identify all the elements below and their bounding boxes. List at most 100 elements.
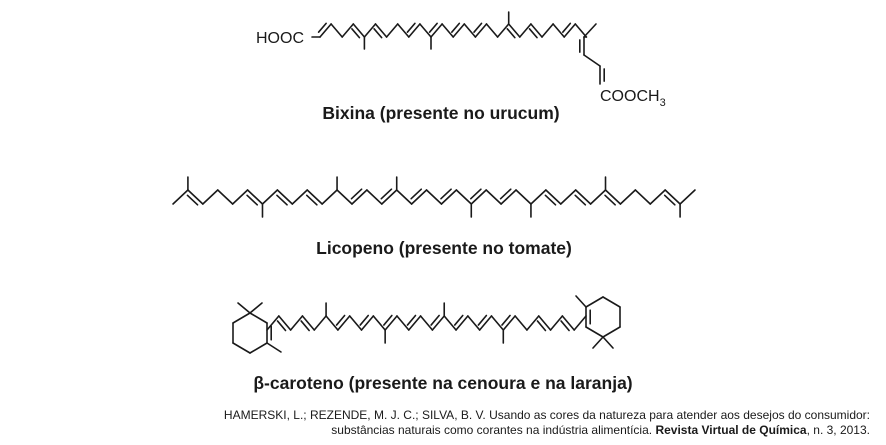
betacaroteno-bond	[337, 315, 351, 331]
betacaroteno-ring-bond	[602, 326, 621, 338]
double-bond	[453, 314, 464, 326]
betacaroteno-methyl	[266, 342, 282, 353]
double-bond	[406, 22, 416, 33]
bixina-bond	[419, 23, 432, 38]
licopeno-bond	[380, 189, 398, 205]
double-bond	[469, 188, 482, 200]
licopeno-bond	[366, 189, 383, 205]
bixina-bond	[474, 23, 488, 38]
double-bond	[574, 194, 587, 206]
bixina-bond	[574, 23, 588, 38]
bixina-bond	[341, 23, 355, 38]
bixina-bond	[407, 23, 421, 38]
double-bond	[406, 314, 417, 326]
betacaroteno-bond	[431, 315, 446, 331]
licopeno-bond	[216, 189, 234, 205]
double-bond	[499, 188, 512, 200]
double-bond	[359, 314, 370, 326]
licopeno-bond	[619, 189, 637, 205]
bixina-bond	[374, 23, 388, 38]
betacaroteno-bond	[266, 315, 280, 331]
betacaroteno-bond	[502, 315, 516, 331]
bixina-bond	[530, 23, 543, 38]
betacaroteno-bond	[372, 315, 386, 331]
bixina-bond	[541, 23, 554, 38]
licopeno-bond	[306, 189, 323, 205]
bixina-bond	[441, 23, 455, 38]
bixina-bond	[485, 23, 499, 38]
licopeno-bond	[455, 189, 473, 205]
double-bond	[528, 28, 538, 39]
betacaroteno-methyl	[237, 302, 251, 314]
betacaroteno-bond	[325, 315, 339, 331]
licopeno-bond	[515, 189, 532, 205]
betacaroteno-bond	[348, 315, 363, 331]
double-bond	[428, 22, 438, 33]
double-bond	[560, 320, 570, 332]
bond-lines	[172, 11, 696, 354]
betacaroteno-bond	[549, 315, 564, 331]
licopeno-bond	[395, 189, 413, 205]
licopeno-bond	[530, 189, 547, 205]
licopeno-bond	[500, 189, 517, 205]
betacaroteno-ring-bond	[585, 326, 604, 338]
double-bond	[383, 314, 393, 326]
betacaroteno-name: β-caroteno (presente na cenoura e na lar…	[253, 373, 632, 393]
double-bond	[276, 194, 288, 206]
bixina-bond	[496, 23, 510, 38]
bixina-name: Bixina (presente no urucum)	[322, 103, 559, 123]
bixina-methyl	[583, 23, 597, 38]
betacaroteno-bond	[467, 315, 481, 331]
licopeno-bond	[470, 189, 488, 205]
licopeno-bond	[604, 189, 622, 205]
betacaroteno-bond	[490, 315, 505, 331]
bixina-acid-group: HOOC	[256, 30, 304, 47]
bixina-bond	[363, 23, 377, 38]
betacaroteno-bond	[407, 315, 422, 331]
licopeno-bond	[649, 189, 666, 205]
betacaroteno-bond	[278, 315, 292, 331]
betacaroteno-bond	[443, 315, 457, 331]
betacaroteno-bond	[526, 315, 540, 331]
bixina-bond	[583, 54, 601, 67]
licopeno-bond	[634, 189, 652, 205]
double-bond	[544, 194, 557, 206]
licopeno-bond	[664, 189, 681, 205]
double-bond	[246, 194, 259, 206]
betacaroteno-bond	[289, 315, 304, 331]
betacaroteno-methyl	[575, 295, 587, 308]
licopeno-name: Licopeno (presente no tomate)	[316, 238, 572, 258]
double-bond	[663, 194, 676, 206]
bixina-bond	[507, 23, 521, 38]
double-bond	[430, 314, 440, 326]
bixina-bond	[552, 23, 566, 38]
betacaroteno-bond	[573, 315, 587, 331]
double-bond	[351, 28, 361, 39]
betacaroteno-methyl	[249, 302, 263, 314]
betacaroteno-bond	[478, 315, 493, 331]
double-bond	[373, 28, 383, 39]
citation-journal: Revista Virtual de Química	[655, 423, 807, 437]
licopeno-bond	[545, 189, 562, 205]
double-bond	[380, 188, 393, 200]
licopeno-bond	[574, 189, 592, 205]
betacaroteno-ring-bond	[249, 312, 268, 324]
betacaroteno-bond	[455, 315, 469, 331]
bixina-bond	[319, 23, 332, 38]
double-bond	[335, 314, 346, 326]
licopeno-bond	[187, 189, 204, 205]
betacaroteno-bond	[384, 315, 398, 331]
bixina-bond	[463, 23, 477, 38]
double-bond	[440, 188, 452, 200]
betacaroteno-bond	[419, 315, 434, 331]
double-bond	[317, 22, 327, 33]
bixina-bond	[396, 23, 410, 38]
bixina-bond	[563, 23, 577, 38]
bixina-bond	[330, 23, 344, 38]
bixina-bond	[518, 23, 532, 38]
betacaroteno-methyl	[592, 336, 604, 349]
citation: HAMERSKI, L.; REZENDE, M. J. C.; SILVA, …	[224, 408, 870, 438]
double-bond	[276, 320, 287, 332]
double-bond	[501, 314, 511, 326]
